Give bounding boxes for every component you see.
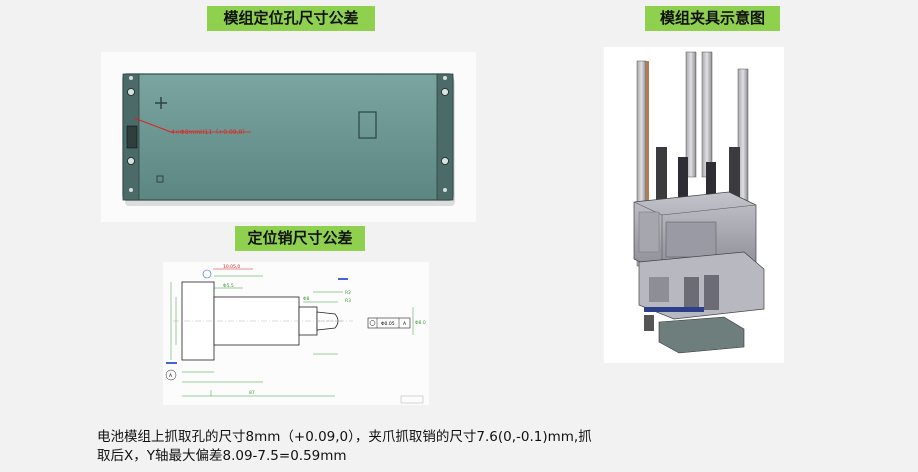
positioning-hole	[127, 88, 449, 165]
datum-a-bottom: A	[169, 373, 173, 379]
module-drawing-panel: 4×Φ8mmH11（+0.09,0）	[101, 52, 476, 222]
description-caption: 电池模组上抓取孔的尺寸8mm（+0.09,0），夹爪抓取销的尺寸7.6(0,-0…	[97, 428, 697, 466]
dim-text-1: Φ5.5	[223, 283, 234, 289]
gripper-render-panel	[604, 47, 784, 363]
dim-text-2: Φ8	[303, 296, 310, 302]
hole-callout-text: 4×Φ8mmH11（+0.09,0）	[171, 129, 248, 136]
datum-a-text: A	[403, 321, 407, 327]
gripper-diagram-label: 模组夹具示意图	[645, 6, 780, 31]
dim-text-3: Φ8.0	[415, 320, 426, 326]
pin-tolerance-label: 定位销尺寸公差	[235, 226, 365, 251]
module-hole-tolerance-label: 模组定位孔尺寸公差	[207, 6, 375, 31]
locating-pin-drawing: Φ0.05 A A 10.05,0 Φ5.5 Φ8 R2 R3 Φ8.0 87	[165, 264, 426, 404]
battery-module-drawing: 4×Φ8mmH11（+0.09,0）	[122, 73, 455, 206]
caption-line-1: 电池模组上抓取孔的尺寸8mm（+0.09,0），夹爪抓取销的尺寸7.6(0,-0…	[97, 429, 592, 445]
module-body	[122, 73, 454, 201]
gripper-render	[633, 51, 765, 354]
dim-text-r2: R2	[345, 290, 351, 296]
pin-drawing-panel: Φ0.05 A A 10.05,0 Φ5.5 Φ8 R2 R3 Φ8.0 87	[163, 262, 429, 405]
tolerance-text: Φ0.05	[381, 321, 395, 327]
caption-line-2: 取后X，Y轴最大偏差8.09-7.5=0.59mm	[97, 448, 347, 464]
dim-text-r3: R3	[345, 298, 351, 304]
pin-callout-red: 10.05,0	[223, 264, 240, 270]
dim-text-length: 87	[249, 390, 255, 396]
